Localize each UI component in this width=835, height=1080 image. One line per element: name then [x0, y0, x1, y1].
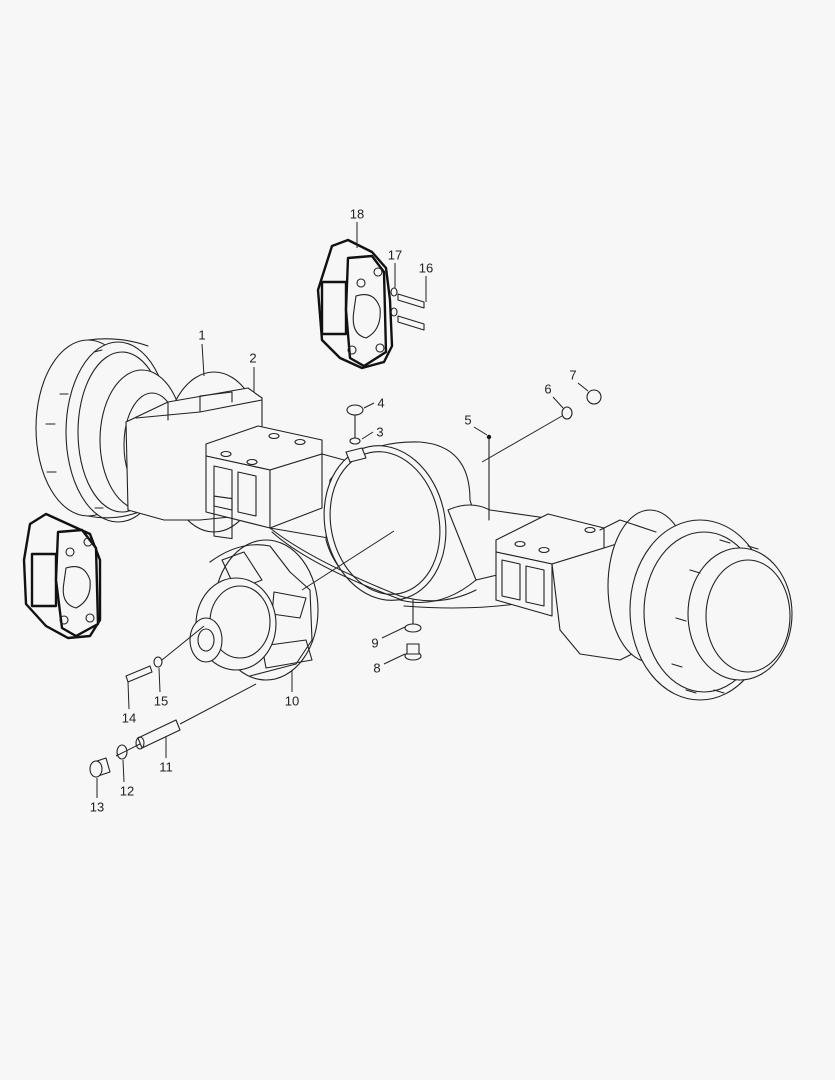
right-axle-housing: [495, 509, 793, 701]
callout-label-16: 16: [418, 260, 434, 276]
small-parts: [89, 287, 602, 778]
brake-caliper-top: [316, 238, 394, 370]
callout-label-4: 4: [377, 395, 385, 411]
callout-label-12: 12: [119, 783, 135, 799]
callout-label-15: 15: [153, 693, 169, 709]
callout-label-8: 8: [373, 660, 381, 676]
callout-label-18: 18: [349, 206, 365, 222]
callout-label-14: 14: [121, 710, 137, 726]
callout-label-2: 2: [249, 350, 257, 366]
left-axle-housing: [125, 371, 345, 541]
brake-caliper-left: [22, 512, 102, 640]
leader-lines: [96, 222, 589, 798]
callout-label-11: 11: [159, 759, 173, 775]
callout-label-6: 6: [544, 381, 552, 397]
callout-label-7: 7: [569, 367, 577, 383]
callout-label-9: 9: [371, 635, 379, 651]
center-housing: [269, 441, 561, 609]
callout-label-3: 3: [376, 424, 384, 440]
callout-label-13: 13: [89, 799, 105, 815]
callout-label-1: 1: [198, 327, 206, 343]
assembly-lines: [115, 415, 563, 757]
callout-label-10: 10: [284, 693, 300, 709]
callout-label-17: 17: [387, 247, 403, 263]
differential-carrier: [189, 539, 319, 681]
callout-label-5: 5: [464, 412, 472, 428]
